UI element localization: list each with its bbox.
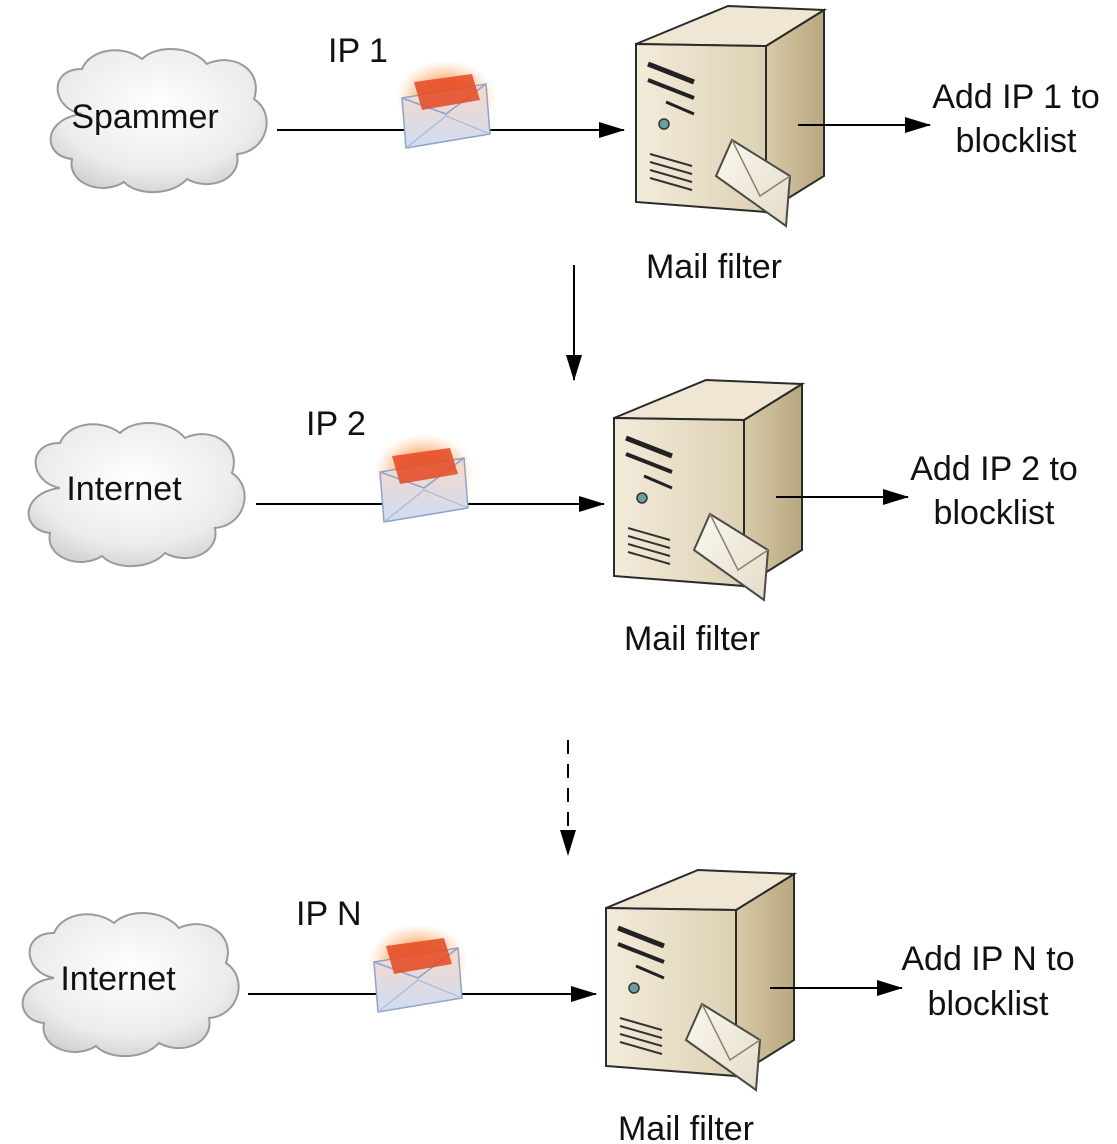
action-line-1: Add IP 2 to — [910, 450, 1078, 488]
row-n: Internet IP N Mail filter Add IP N to bl… — [21, 870, 1075, 1144]
action-line-2: blocklist — [928, 985, 1049, 1023]
action-line-2: blocklist — [934, 494, 1055, 532]
row-2: Internet IP 2 Mail filter Add IP 2 to bl… — [27, 380, 1078, 658]
ip-label: IP N — [296, 895, 362, 933]
row-1: Spammer IP 1 Mail filter Add IP 1 to blo… — [49, 6, 1100, 286]
mail-server-icon — [606, 870, 794, 1090]
server-label: Mail filter — [646, 248, 782, 286]
source-label: Internet — [66, 470, 182, 508]
spam-envelope-icon — [367, 923, 469, 1013]
source-label: Spammer — [71, 98, 218, 136]
ip-label: IP 1 — [328, 32, 388, 70]
spam-envelope-icon — [373, 433, 475, 523]
action-line-2: blocklist — [956, 122, 1077, 160]
server-label: Mail filter — [624, 620, 760, 658]
source-label: Internet — [60, 960, 176, 998]
server-label: Mail filter — [618, 1110, 754, 1144]
ip-label: IP 2 — [306, 405, 366, 443]
action-line-1: Add IP N to — [901, 940, 1074, 978]
mail-server-icon — [636, 6, 824, 226]
mail-server-icon — [614, 380, 802, 600]
spam-envelope-icon — [395, 59, 497, 149]
action-line-1: Add IP 1 to — [932, 78, 1100, 116]
